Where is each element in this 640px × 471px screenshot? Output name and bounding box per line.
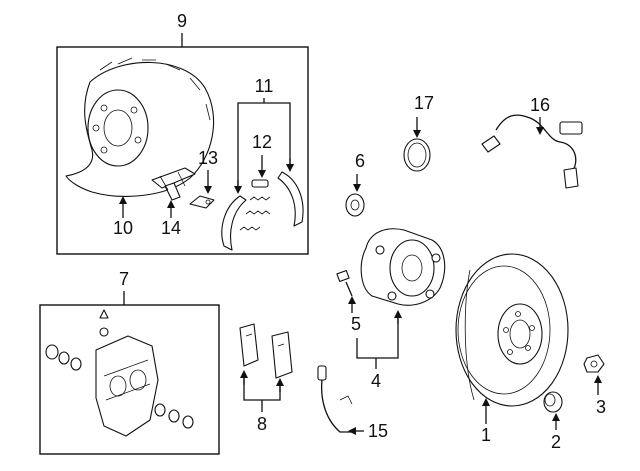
- hub-cap: [543, 391, 563, 413]
- callout-6: 6: [355, 151, 365, 171]
- brake-pads: [239, 323, 293, 379]
- callout-13: 13: [198, 148, 218, 168]
- callout-1: 1: [481, 425, 491, 445]
- callout-4-bracket: [356, 314, 399, 359]
- callout-2: 2: [551, 432, 561, 452]
- brake-hose: [317, 365, 353, 433]
- callout-12: 12: [252, 132, 272, 152]
- brake-rotor: [455, 253, 569, 407]
- adjuster-springs: [239, 179, 271, 231]
- lug-nut: [583, 354, 605, 373]
- callout-7: 7: [119, 269, 129, 289]
- callout-8-bracket: [243, 375, 281, 401]
- abs-sensor: [481, 114, 583, 189]
- hub-seal: [345, 193, 365, 217]
- callout-17: 17: [414, 93, 434, 113]
- adjuster-clip: [189, 195, 215, 209]
- lever-bracket: [151, 167, 196, 201]
- callout-9: 9: [177, 11, 187, 31]
- caliper-assembly: [45, 309, 194, 437]
- hub-bolt: [336, 269, 353, 297]
- hub-bearing: [360, 228, 446, 306]
- seal-ring: [403, 138, 431, 172]
- parking-brake-shoes: [221, 171, 304, 251]
- callout-10: 10: [113, 218, 133, 238]
- callout-15: 15: [368, 421, 388, 441]
- callout-3: 3: [596, 397, 606, 417]
- dust-shield: [65, 57, 215, 197]
- callout-8: 8: [257, 414, 267, 434]
- callout-14: 14: [161, 218, 181, 238]
- caliper-group-frame: [39, 304, 220, 455]
- callout-16: 16: [530, 95, 550, 115]
- callout-5: 5: [351, 314, 361, 334]
- callout-11: 11: [255, 76, 274, 96]
- callout-4: 4: [371, 371, 381, 391]
